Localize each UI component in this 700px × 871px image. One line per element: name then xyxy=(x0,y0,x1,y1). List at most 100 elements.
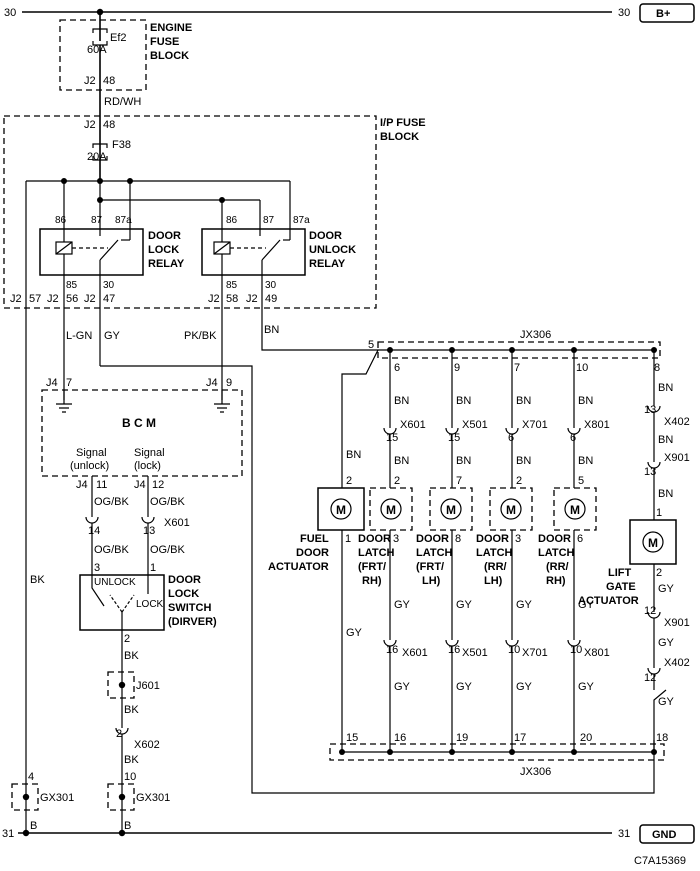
ip-j2-b: J2 xyxy=(47,293,59,305)
conn-x501-top: X501 xyxy=(462,419,488,431)
conn-x901-top: X901 xyxy=(664,452,690,464)
lock-pin-86: 86 xyxy=(55,215,67,226)
dls-lock: LOCK xyxy=(136,599,164,610)
ip-j2-a: J2 xyxy=(10,293,22,305)
bcm-signal-unlock-2: (unlock) xyxy=(70,460,109,472)
flh-label-4: LH) xyxy=(422,575,441,587)
ip-output-wires: L-GN GY PK/BK BN BK xyxy=(30,275,667,794)
rail-bottom-num-right: 31 xyxy=(618,828,630,840)
conn-x601-frh-bot: X601 xyxy=(402,647,428,659)
frh-label-4: RH) xyxy=(362,575,382,587)
figure-id: C7A15369 xyxy=(634,855,686,867)
x602-pin: 2 xyxy=(116,728,122,740)
lock-pin-30: 30 xyxy=(103,280,115,291)
wire-bn-flh1: BN xyxy=(456,395,471,407)
unlock-pin-30: 30 xyxy=(265,280,277,291)
conn-jx306-bottom: JX306 xyxy=(520,766,551,778)
ip-47: 47 xyxy=(103,293,115,305)
wire-bn-lg3: BN xyxy=(658,488,673,500)
wire-bk-sw3: BK xyxy=(124,754,139,766)
flh-label-2: LATCH xyxy=(416,547,453,559)
jx306-pin-8: 8 xyxy=(654,362,660,374)
x402-bot-pin: 12 xyxy=(644,672,656,684)
wire-bn-lg1: BN xyxy=(658,382,673,394)
lock-relay-label-2: LOCK xyxy=(148,244,179,256)
conn-x701-bot: X701 xyxy=(522,647,548,659)
bcm-module: J4 7 J4 9 B C M Signal (unlock) Signal (… xyxy=(41,377,243,575)
bcm-j4-7-a: J4 xyxy=(46,377,58,389)
wire-gy-flh2: GY xyxy=(456,681,473,693)
wire-bn-rlh1: BN xyxy=(516,395,531,407)
x901-top-pin: 13 xyxy=(644,466,656,478)
rlh-label-2: LATCH xyxy=(476,547,513,559)
bcm-j4-12-a: J4 xyxy=(134,479,146,491)
unlock-pin-87: 87 xyxy=(263,215,275,226)
wire-bk-left: BK xyxy=(30,574,45,586)
gx301-pin-l: 4 xyxy=(28,771,34,783)
jx306-bottom: 15 16 19 17 20 18 JX306 xyxy=(329,732,668,778)
conn-jx306-top: JX306 xyxy=(520,329,551,341)
jx306-pin-10: 10 xyxy=(576,362,588,374)
wire-gy-flh1: GY xyxy=(456,599,473,611)
conn-gx301-l: GX301 xyxy=(40,792,74,804)
conn-x901-bot: X901 xyxy=(664,617,690,629)
door-lock-relay xyxy=(39,228,144,276)
unlock-relay-label-2: UNLOCK xyxy=(309,244,356,256)
door-latch-frt-rh xyxy=(369,487,413,531)
gx301-pin-r: 10 xyxy=(124,771,136,783)
wire-bn-rlh2: BN xyxy=(516,455,531,467)
conn-x501-bot: X501 xyxy=(462,647,488,659)
wire-bk-sw2: BK xyxy=(124,704,139,716)
frh-label-3: (FRT/ xyxy=(358,561,386,573)
flh-label-1: DOOR xyxy=(416,533,449,545)
lock-pin-87: 87 xyxy=(91,215,103,226)
flh-pin-8: 8 xyxy=(455,533,461,545)
unlock-pin-86: 86 xyxy=(226,215,238,226)
jx306-pin-19: 19 xyxy=(456,732,468,744)
bcm-j4-9-a: J4 xyxy=(206,377,218,389)
wire-gy-lg1: GY xyxy=(658,583,675,595)
door-lock-switch: 3 1 UNLOCK LOCK DOOR LOCK SWITCH (DIRVER… xyxy=(79,562,217,670)
fuse-ef2-id: Ef2 xyxy=(110,32,127,44)
conn-x801-top: X801 xyxy=(584,419,610,431)
engine-fuse-label-2: FUSE xyxy=(150,36,179,48)
bcm-label: B C M xyxy=(122,416,156,430)
wire-gy-rrh1: GY xyxy=(578,599,595,611)
gnd-box xyxy=(639,824,695,844)
frh-label-2: LATCH xyxy=(358,547,395,559)
jx306-pin-17: 17 xyxy=(514,732,526,744)
door-unlock-relay xyxy=(201,228,306,276)
x601-pin-14: 14 xyxy=(88,525,100,537)
rlh-pin-2: 2 xyxy=(516,475,522,487)
lg-motor-m: M xyxy=(648,536,658,550)
lift-gate-actuator xyxy=(629,519,677,565)
wire-ogbk-3: OG/BK xyxy=(94,544,130,556)
fuel-door-actuator xyxy=(317,487,365,531)
fuel-pin-2: 2 xyxy=(346,475,352,487)
fuel-label-1: FUEL xyxy=(300,533,329,545)
wire-bn-frh2: BN xyxy=(394,455,409,467)
unlock-relay-label-3: RELAY xyxy=(309,258,346,270)
dls-label-3: SWITCH xyxy=(168,602,211,614)
wire-bn-rrh1: BN xyxy=(578,395,593,407)
rrh-motor-m: M xyxy=(570,503,580,517)
wire-gy-fuel: GY xyxy=(346,627,363,639)
wire-bk-sw1: BK xyxy=(124,650,139,662)
ground-path: J601 BK 2 X602 BK 10 GX301 4 GX301 B B xyxy=(11,670,170,833)
rlh-pin-3: 3 xyxy=(515,533,521,545)
dls-label-1: DOOR xyxy=(168,574,201,586)
wire-ogbk-2: OG/BK xyxy=(150,496,186,508)
dls-pin-1: 1 xyxy=(150,562,156,574)
ip-49: 49 xyxy=(265,293,277,305)
wire-ogbk-4: OG/BK xyxy=(150,544,186,556)
wire-gy-frh2: GY xyxy=(394,681,411,693)
rlh-label-4: LH) xyxy=(484,575,503,587)
bcm-j4-7-b: 7 xyxy=(66,377,72,389)
ip-57: 57 xyxy=(29,293,41,305)
wire-gy-rlh2: GY xyxy=(516,681,533,693)
jx306-pin-7: 7 xyxy=(514,362,520,374)
door-latch-frt-lh xyxy=(429,487,473,531)
term-j2-48b-b: 48 xyxy=(103,119,115,131)
flh-pin-7: 7 xyxy=(456,475,462,487)
fuel-pin-1: 1 xyxy=(345,533,351,545)
